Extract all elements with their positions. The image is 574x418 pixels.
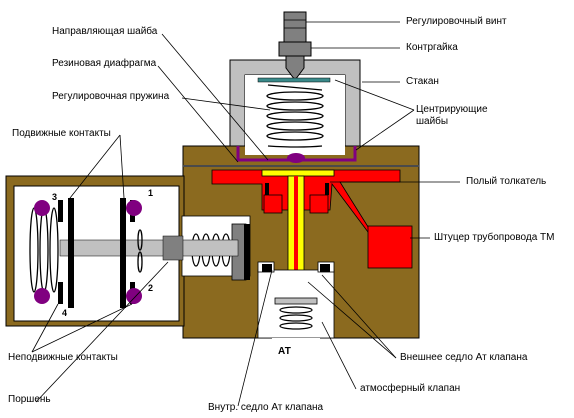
label-atm-valve: атмосферный клапан — [360, 383, 461, 394]
label-fixed-contacts: Неподвижные контакты — [8, 352, 118, 363]
cup-interior — [245, 75, 345, 155]
moving-contact-left — [68, 198, 74, 308]
label-rubber-diaphragm: Резиновая диафрагма — [52, 58, 157, 69]
label-inner-seat: Внутр. седло Ат клапана — [208, 402, 324, 413]
label-centering-washers-2: шайбы — [416, 116, 449, 127]
label-adjust-screw: Регулировочный винт — [406, 16, 507, 27]
fixed-contact-4 — [34, 288, 50, 304]
contact-number-2: 2 — [148, 283, 153, 293]
fixed-contact-2 — [126, 288, 142, 304]
red-chamber — [211, 169, 401, 233]
label-cup: Стакан — [406, 76, 439, 87]
contact-number-3: 3 — [52, 192, 57, 202]
label-moving-contacts: Подвижные контакты — [12, 128, 111, 139]
label-adjust-spring: Регулировочная пружина — [52, 91, 170, 102]
fixed-contact-3 — [34, 200, 50, 216]
centering-nub — [287, 153, 305, 163]
label-outer-seat: Внешнее седло Ат клапана — [400, 352, 528, 363]
piston-rod — [59, 239, 239, 257]
fixed-contact-1 — [126, 200, 142, 216]
lock-nut — [278, 41, 312, 57]
red-seat-left — [263, 194, 283, 214]
pusher-bore — [294, 176, 298, 322]
moving-contact-right — [120, 198, 126, 308]
red-seat-right — [309, 194, 329, 214]
label-hollow-pusher: Полый толкатель — [466, 176, 547, 187]
adjust-spring — [266, 84, 324, 148]
centering-washer-top — [257, 77, 331, 83]
label-at-mark: АТ — [278, 346, 291, 357]
contact-number-4: 4 — [62, 308, 67, 318]
leader-lines — [31, 21, 460, 407]
tm-fitting — [367, 225, 413, 269]
label-lock-nut: Контргайка — [406, 42, 458, 53]
atm-valve-disc — [274, 297, 318, 305]
label-guide-washer: Направляющая шайба — [52, 26, 158, 37]
contact-number-1: 1 — [148, 188, 153, 198]
screw-tip — [285, 55, 305, 81]
pusher-top — [261, 169, 335, 177]
label-piston: Поршень — [8, 394, 51, 405]
atm-valve-spring — [279, 306, 313, 330]
label-centering-washers-1: Центрирующие — [416, 104, 488, 115]
label-tm-pipe-fitting: Штуцер трубопровода ТМ — [434, 232, 555, 243]
